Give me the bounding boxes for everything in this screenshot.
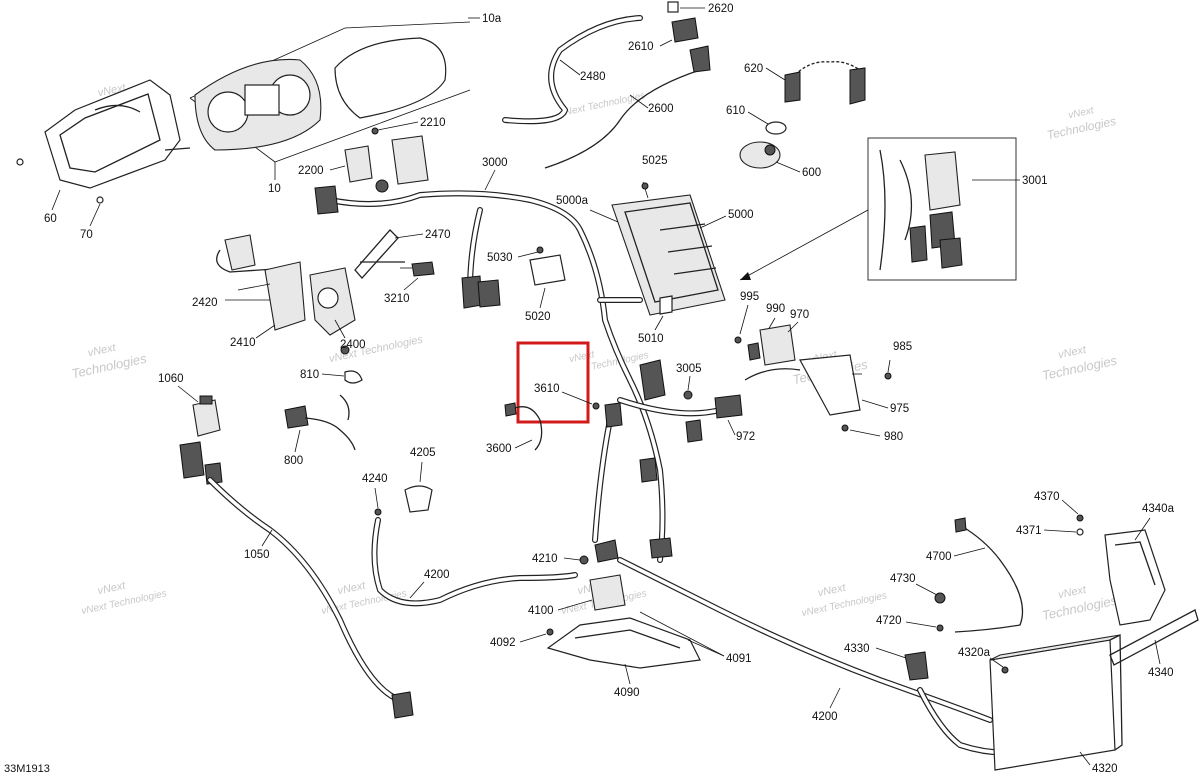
left-parts: 1060 1050 810 800 (158, 369, 414, 719)
solenoid-bracket (546, 617, 701, 669)
watermark: vNext (1057, 344, 1088, 362)
callout-4340: 4340 (1148, 667, 1174, 679)
callout-800: 800 (284, 455, 303, 467)
callout-5030: 5030 (487, 252, 513, 264)
battery-bracket-group: 4370 4371 4340a 4340 (1016, 491, 1199, 679)
callout-4720: 4720 (876, 615, 902, 627)
watermark: vNext Technologies (801, 590, 888, 619)
callout-4090: 4090 (614, 687, 640, 699)
callout-4091: 4091 (726, 653, 752, 665)
callout-4330: 4330 (844, 643, 870, 655)
callout-2400: 2400 (340, 339, 366, 351)
watermark: vNext (1057, 584, 1088, 602)
watermark: vNext (1067, 105, 1095, 121)
callout-4240: 4240 (362, 473, 388, 485)
battery-group: 4200 4320 4330 4320a 4700 4730 4720 (617, 517, 1123, 775)
callout-620: 620 (744, 63, 763, 75)
watermark: Technologies (1041, 593, 1119, 624)
watermark: vNext (336, 580, 367, 598)
switch-housing: 2420 2410 2400 (192, 234, 366, 355)
gauge-lens (334, 37, 447, 119)
callout-980: 980 (884, 431, 903, 443)
diagram-reference-code: 33M1913 (4, 763, 50, 775)
callout-2420: 2420 (192, 297, 218, 309)
callout-2610: 2610 (628, 41, 654, 53)
switch-connectors: 2210 2200 (298, 117, 446, 193)
callout-2620: 2620 (708, 3, 734, 15)
callout-4092: 4092 (490, 637, 516, 649)
watermark: vNext (96, 580, 127, 598)
callout-4371: 4371 (1016, 525, 1042, 537)
battery (989, 639, 1116, 771)
callout-600: 600 (802, 167, 821, 179)
watermark: vNext (568, 349, 596, 365)
callout-2600: 2600 (648, 103, 674, 115)
top-right-parts: 620 610 600 (726, 61, 866, 179)
callout-4200-lower: 4200 (812, 711, 838, 723)
callout-4700: 4700 (926, 551, 952, 563)
callout-4730: 4730 (890, 573, 916, 585)
relay-group: 995 990 970 985 975 980 972 3005 (676, 291, 912, 443)
detail-inset-3001: 3001 (739, 137, 1048, 281)
gauge-bezel (44, 79, 181, 189)
callout-810: 810 (300, 369, 319, 381)
callout-995: 995 (740, 291, 759, 303)
main-harness: 3000 (314, 157, 723, 563)
callout-3000: 3000 (482, 157, 508, 169)
callout-5000a: 5000a (556, 195, 589, 207)
callout-4210: 4210 (532, 553, 558, 565)
watermark: vNext Technologies (80, 588, 167, 617)
solenoid-group: 4210 4100 4092 4091 4090 (490, 539, 752, 699)
callout-2470: 2470 (425, 229, 451, 241)
callout-5000: 5000 (728, 209, 754, 221)
callout-5010: 5010 (638, 333, 664, 345)
callout-4370: 4370 (1034, 491, 1060, 503)
callout-4100: 4100 (528, 605, 554, 617)
callout-972: 972 (736, 431, 755, 443)
watermark: Technologies (1041, 353, 1119, 384)
callout-3210: 3210 (384, 293, 410, 305)
callout-975: 975 (890, 403, 909, 415)
callout-1060: 1060 (158, 373, 184, 385)
callout-60: 60 (44, 213, 57, 225)
callout-4320: 4320 (1092, 763, 1118, 775)
callout-2480: 2480 (580, 71, 606, 83)
ecm-group: 5025 5000a 5000 5030 5020 5010 (487, 155, 754, 345)
callout-2410: 2410 (230, 337, 256, 349)
callout-5025: 5025 (642, 155, 668, 167)
ground-wire-group: 4205 4240 4200 (362, 447, 578, 607)
callout-4340a: 4340a (1142, 503, 1175, 515)
callout-990: 990 (766, 303, 785, 315)
watermark: vNext (87, 342, 118, 360)
part-3610-group: 3610 3600 (486, 341, 600, 455)
callout-3600: 3600 (486, 443, 512, 455)
highlight-box (516, 341, 590, 424)
screw-icon (96, 196, 104, 204)
callout-4320a: 4320a (958, 647, 991, 659)
gauge-cluster-group: 10a 10 60 70 (16, 13, 502, 241)
callout-70: 70 (80, 229, 93, 241)
screw-icon (16, 158, 24, 166)
callout-3610: 3610 (534, 383, 560, 395)
callout-10a: 10a (482, 13, 502, 25)
callout-610: 610 (726, 105, 745, 117)
callout-2210: 2210 (420, 117, 446, 129)
clip-parts: 2470 3210 (354, 229, 451, 305)
callout-970: 970 (790, 309, 809, 321)
callout-4205: 4205 (410, 447, 436, 459)
callout-985: 985 (893, 341, 912, 353)
callout-4200-upper: 4200 (424, 569, 450, 581)
watermark: vNext (817, 582, 848, 600)
top-harness-parts: 2620 2610 2480 2600 (502, 1, 734, 169)
callout-3001: 3001 (1022, 175, 1048, 187)
callout-1050: 1050 (244, 549, 270, 561)
watermark: Technologies (70, 351, 148, 382)
callout-10: 10 (268, 183, 281, 195)
callout-5020: 5020 (525, 311, 551, 323)
callout-2200: 2200 (298, 165, 324, 177)
callout-3005: 3005 (676, 363, 702, 375)
